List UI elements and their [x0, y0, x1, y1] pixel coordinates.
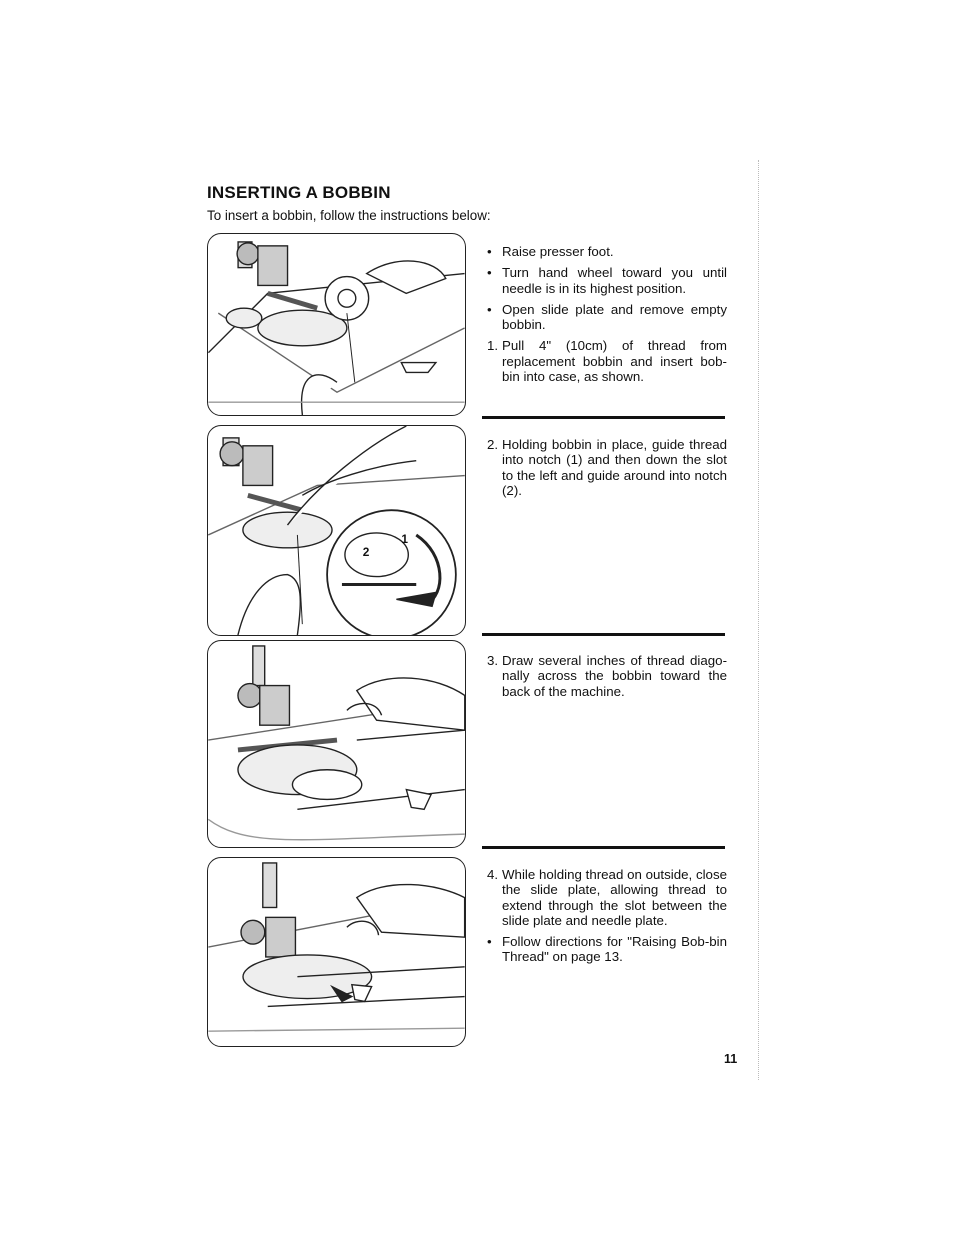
list-item: • Raise presser foot. — [487, 244, 727, 259]
item-text: Draw several inches of thread diago-nall… — [502, 653, 727, 699]
illustration-thread-notch: 1 2 — [207, 425, 466, 636]
intro-text: To insert a bobbin, follow the instructi… — [207, 208, 491, 223]
list-item: 1.Pull 4" (10cm) of thread from replacem… — [487, 338, 727, 384]
bullet-marker: • — [487, 244, 492, 259]
scan-edge — [758, 160, 765, 1080]
item-text: Holding bobbin in place, guide thread in… — [502, 437, 727, 498]
bullet-marker: • — [487, 934, 492, 950]
list-item: • Open slide plate and remove empty bobbi… — [487, 302, 727, 333]
notch-label-1: 1 — [401, 532, 408, 546]
step-number: 3. — [487, 653, 499, 668]
list-item: • Turn hand wheel toward you until needle… — [487, 265, 727, 296]
step-3-text: 3.Draw several inches of thread diago-na… — [487, 653, 727, 705]
bullet-marker: • — [487, 301, 492, 317]
item-text: Pull 4" (10cm) of thread from replacemen… — [502, 338, 727, 385]
bullet-marker: • — [487, 265, 492, 281]
illustration-draw-thread — [207, 640, 466, 848]
divider — [482, 416, 725, 419]
illustration-remove-bobbin — [207, 233, 466, 416]
list-item: • Follow directions for "Raising Bob-bin … — [487, 934, 727, 965]
list-item: 3.Draw several inches of thread diago-na… — [487, 653, 727, 699]
illustration-close-slide-plate — [207, 857, 466, 1047]
item-text: While holding thread on outside, close t… — [502, 867, 727, 928]
list-item: 2.Holding bobbin in place, guide thread … — [487, 437, 727, 498]
item-text: Open slide plate and remove empty bobbin… — [502, 301, 727, 333]
step-number: 4. — [487, 867, 499, 882]
step-1-text: • Raise presser foot. • Turn hand wheel to… — [487, 244, 727, 390]
step-number: 2. — [487, 437, 499, 452]
item-text: Turn hand wheel toward you until needle … — [502, 265, 727, 296]
item-text: Follow directions for "Raising Bob-bin T… — [502, 934, 727, 965]
page-number: 11 — [724, 1052, 738, 1066]
step-number: 1. — [487, 338, 499, 354]
step-4-text: 4.While holding thread on outside, close… — [487, 867, 727, 971]
page-title: INSERTING A BOBBIN — [207, 183, 391, 202]
notch-label-2: 2 — [363, 545, 370, 559]
divider — [482, 846, 725, 849]
list-item: 4.While holding thread on outside, close… — [487, 867, 727, 928]
step-2-text: 2.Holding bobbin in place, guide thread … — [487, 437, 727, 504]
item-text: Raise presser foot. — [502, 244, 614, 259]
divider — [482, 633, 725, 636]
